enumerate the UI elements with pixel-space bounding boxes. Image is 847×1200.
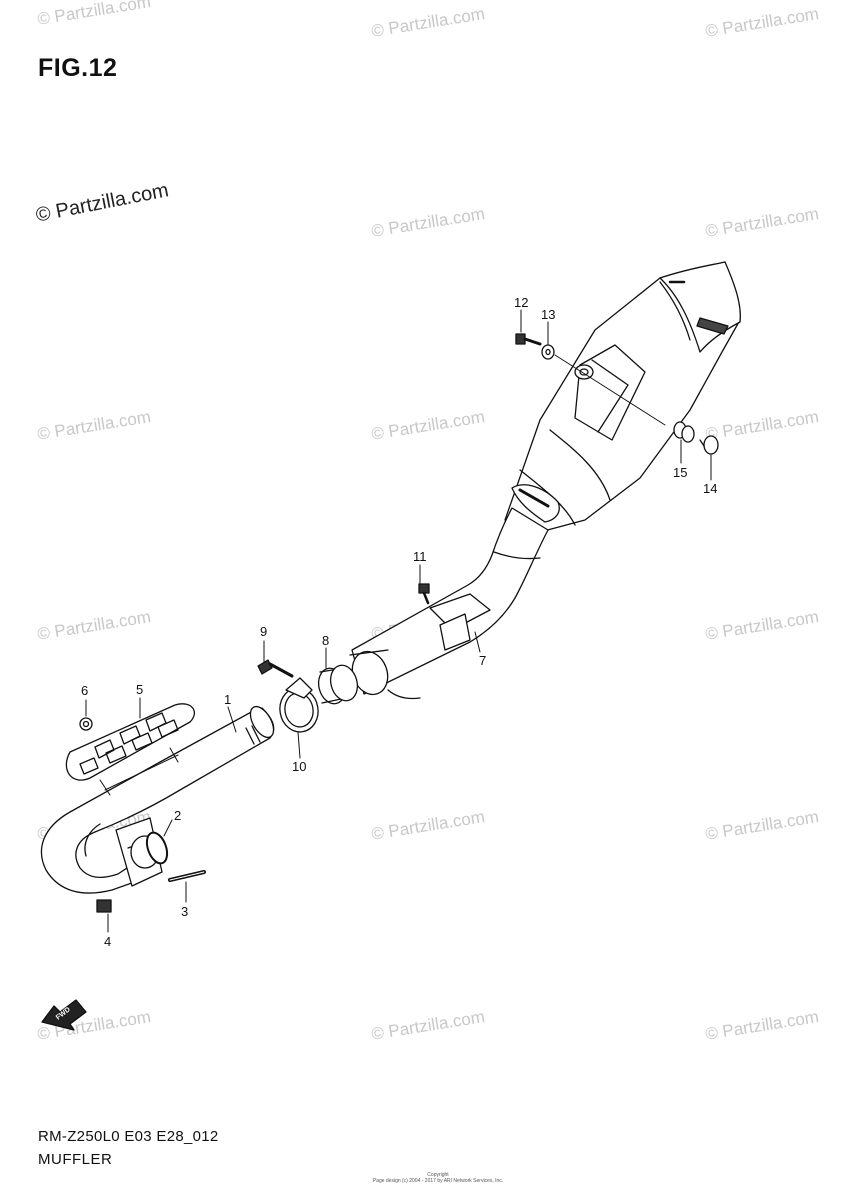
bolt-12 (515, 333, 542, 346)
collar-15 (673, 421, 695, 443)
copyright-line-1: Copyright (427, 1172, 449, 1178)
mid-pipe (349, 507, 549, 700)
callout-9: 9 (260, 624, 267, 639)
callout-5: 5 (136, 682, 143, 697)
callout-4: 4 (104, 934, 111, 949)
figure-title: FIG.12 (38, 54, 118, 82)
callout-14: 14 (703, 481, 717, 496)
callout-8: 8 (322, 633, 329, 648)
bolt-6 (79, 717, 93, 731)
clamp (279, 677, 319, 733)
callout-2: 2 (174, 808, 181, 823)
callout-12: 12 (514, 295, 528, 310)
callout-15: 15 (673, 465, 687, 480)
muffler-body (504, 261, 741, 533)
copyright-notice: Copyright Page design (c) 2004 - 2017 by… (368, 1172, 508, 1184)
section-name: MUFFLER (38, 1151, 113, 1168)
nut-4 (96, 899, 112, 913)
stud-3 (168, 870, 206, 882)
callout-6: 6 (81, 683, 88, 698)
heat-shield (65, 703, 195, 796)
bolt-9 (257, 659, 294, 678)
bolt-14 (699, 435, 719, 455)
leader-lines (85, 309, 712, 933)
copyright-line-2: Page design (c) 2004 - 2017 by ARI Netwo… (372, 1178, 504, 1184)
callout-13: 13 (541, 307, 555, 322)
callout-11: 11 (413, 549, 427, 564)
arrow-left-icon (41, 999, 87, 1031)
washer-13 (541, 344, 555, 360)
callout-10: 10 (292, 759, 306, 774)
gasket (317, 664, 359, 705)
gasket-2 (145, 831, 169, 865)
callout-7: 7 (479, 653, 486, 668)
callout-labels: 1 2 3 4 5 6 7 8 9 10 11 12 13 14 15 (81, 295, 717, 949)
bolt-11 (418, 583, 430, 605)
callout-3: 3 (181, 904, 188, 919)
model-code: RM-Z250L0 E03 E28_012 (38, 1128, 219, 1145)
assembly-axis-line (554, 354, 666, 426)
fwd-direction-badge: FWD (41, 999, 87, 1031)
callout-1: 1 (224, 692, 231, 707)
